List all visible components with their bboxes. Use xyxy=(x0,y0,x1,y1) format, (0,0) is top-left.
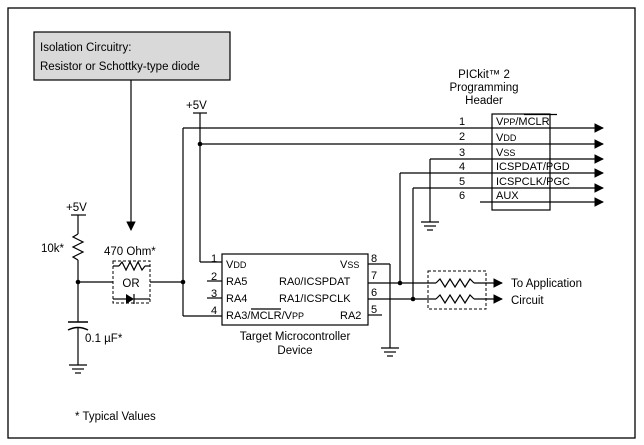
application-dashed-box xyxy=(427,270,487,310)
mcu-caption-line2: Device xyxy=(277,345,312,357)
header-pin-number: 4 xyxy=(459,161,465,173)
header-pin-number: 5 xyxy=(459,176,465,188)
mcu-pin-ra2: RA2 xyxy=(340,310,361,322)
header-pin-label: VSS xyxy=(496,147,515,159)
mcu-pin-ra1: RA1/ICSPCLK xyxy=(279,293,351,305)
application-line2: Circuit xyxy=(511,295,544,307)
mcu-pin-mclr: RA3/MCLR/VPP xyxy=(226,310,304,322)
header-title-line3: Header xyxy=(465,95,503,107)
isolation-dashed-box xyxy=(112,260,151,304)
header-pin-label: AUX xyxy=(496,190,519,202)
header-pin-number: 1 xyxy=(459,116,465,128)
icsp-nets xyxy=(368,173,436,302)
header-ground xyxy=(421,159,439,231)
mcu-pin-vdd: VDD xyxy=(226,259,247,271)
footnote: * Typical Values xyxy=(75,411,156,423)
header-pin-label: VDD xyxy=(496,132,517,144)
svg-text:2: 2 xyxy=(211,271,217,283)
svg-text:1: 1 xyxy=(211,253,217,265)
header-title-line2: Programming xyxy=(449,82,518,94)
filter-capacitor: 0.1 µF* xyxy=(67,282,123,374)
left-supply: +5V xyxy=(66,202,87,234)
header-pin-label: ICSPDAT/PGD xyxy=(496,161,570,173)
programming-header-title: PICkit™ 2 Programming Header xyxy=(449,69,518,107)
mcu-ground xyxy=(368,263,399,357)
isolation-element: 470 Ohm* OR xyxy=(104,246,156,304)
svg-text:6: 6 xyxy=(371,287,377,299)
header-pin-label: ICSPCLK/PGC xyxy=(496,176,570,188)
callout-line1: Isolation Circuitry: xyxy=(40,42,131,54)
target-microcontroller: 1 2 3 4 VDD RA5 RA4 RA3/MCLR/VPP VSS RA0… xyxy=(207,253,382,357)
top-supply: +5V xyxy=(186,100,207,262)
mcu-pin-ra0: RA0/ICSPDAT xyxy=(279,276,351,288)
isolation-callout: Isolation Circuitry: Resistor or Schottk… xyxy=(33,31,231,231)
top-supply-label: +5V xyxy=(186,100,207,112)
svg-text:5: 5 xyxy=(371,304,377,316)
header-pin-4: 4 ICSPDAT/PGD xyxy=(400,161,604,178)
mclr-net xyxy=(150,128,222,317)
header-pin-number: 3 xyxy=(459,147,465,159)
callout-box xyxy=(33,31,231,81)
series-resistor-label: 470 Ohm* xyxy=(104,246,156,258)
mcu-body xyxy=(221,253,369,326)
capacitor-label: 0.1 µF* xyxy=(85,333,123,345)
diagram-frame xyxy=(7,7,636,439)
svg-text:7: 7 xyxy=(371,270,377,282)
application-line1: To Application xyxy=(511,278,582,290)
callout-line2: Resistor or Schottky-type diode xyxy=(40,61,200,73)
mcu-caption-line1: Target Microcontroller xyxy=(240,331,351,343)
header-pin-label: VPP/MCLR xyxy=(496,116,550,128)
or-label: OR xyxy=(122,278,139,290)
header-pin-5: 5 ICSPCLK/PGC xyxy=(413,176,604,193)
mcu-pin-vss: VSS xyxy=(340,259,359,271)
svg-text:8: 8 xyxy=(371,253,377,265)
mcu-pin-ra5: RA5 xyxy=(226,276,247,288)
header-connector xyxy=(491,113,551,211)
header-pin-3: 3 VSS xyxy=(430,147,604,164)
header-pin-number: 6 xyxy=(459,190,465,202)
application-isolation: To Application Circuit xyxy=(427,270,582,310)
header-pin-2: 2 VDD xyxy=(200,131,604,149)
header-pin-number: 2 xyxy=(459,131,465,143)
header-pin-6: 6 AUX xyxy=(459,190,604,207)
left-supply-label: +5V xyxy=(66,202,87,214)
resistor-label: 10k* xyxy=(41,243,65,255)
svg-text:4: 4 xyxy=(211,305,217,317)
header-pin-1: 1 VPP/MCLR xyxy=(183,113,604,133)
pullup-resistor: 10k* xyxy=(41,233,113,285)
mcu-pin-ra4: RA4 xyxy=(226,293,247,305)
svg-text:3: 3 xyxy=(211,288,217,300)
header-title-line1: PICkit™ 2 xyxy=(458,69,510,81)
